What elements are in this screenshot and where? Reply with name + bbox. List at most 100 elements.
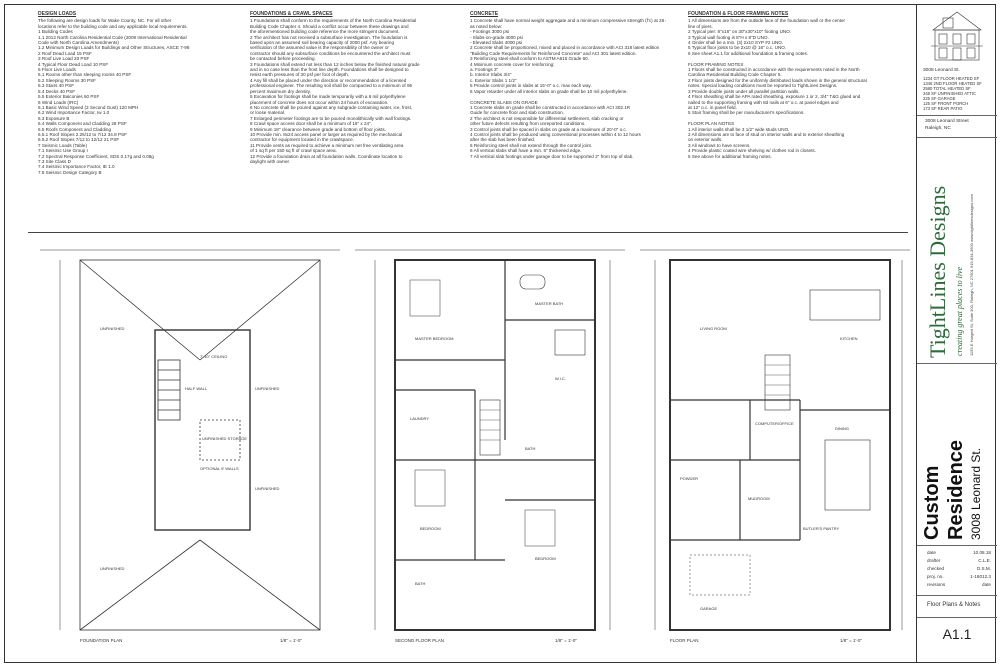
- project-title-section: Custom Residence 3008 Leonard St.: [917, 364, 997, 546]
- note-line: 6.5.1 Roof Slopes 2.25/12 to 7/12 34.8 P…: [38, 131, 127, 137]
- note-line: 6.4 Walls Component and Cladding 28 PSF: [38, 121, 127, 127]
- note-line: 9 Minimum 18" clearance between grade an…: [250, 126, 386, 132]
- note-line: 1346 2ND FLOOR HEATED SF: [923, 81, 982, 86]
- room-label-unfinished-2: UNFINISHED: [255, 386, 280, 391]
- meta-proj-no: proj. no.1-18012.3: [927, 574, 991, 579]
- note-line: 6 See sheet A1.1 for additional foundati…: [688, 50, 809, 56]
- note-line: other future defects resulting from unre…: [470, 121, 586, 127]
- firm-logo: TightLines Designs: [925, 185, 950, 358]
- note-line: verification of the assumed value is the…: [250, 45, 389, 51]
- note-line: 5.1 Rooms other than sleeping rooms 40 P…: [38, 72, 132, 78]
- title-block-address: 3008 Leonard Street Raleigh, NC: [917, 116, 997, 138]
- sheet-title-section: Floor Plans & Notes: [917, 596, 997, 618]
- note-line: 5.2 Sleeping Rooms 30 PSF: [38, 77, 96, 83]
- note-line: 225 SF GARAGE: [923, 96, 956, 101]
- note-line: "Building Code Requirements for Reinforc…: [470, 50, 637, 56]
- note-line: 5 Typical floor joists to be 2x10 @ 16" …: [688, 45, 787, 51]
- foundation-plan-scale: 1/8" = 1'-0": [280, 638, 302, 643]
- note-line: 4 Typical Floor Dead Load 10 PSF: [38, 61, 109, 67]
- note-line: 2 All dimensions are to face of stud on …: [688, 131, 845, 137]
- note-line: 4 Provide plastic coated wire shelving w…: [688, 148, 816, 154]
- note-line: 2580 TOTAL HEATED SF: [923, 86, 971, 91]
- firm-address: 1155-E Hargett St, Suite 300, Raleigh, N…: [969, 194, 974, 356]
- notes-title: FOUNDATIONS & CRAWL SPACES: [250, 11, 333, 17]
- note-line: 7 Seismic Loads (Table): [38, 142, 88, 148]
- note-line: 2 The architect is not responsible for d…: [470, 115, 624, 121]
- note-line: 348 SF UNFINISHED ATTIC: [923, 91, 976, 96]
- note-line: 11 Provide vents as required to achieve …: [250, 142, 404, 148]
- note-line: Guide for concrete floor and slab constr…: [470, 110, 564, 116]
- first-floor-plan-title: FLOOR PLAN: [670, 638, 699, 643]
- note-line: 12 Provide a foundation drain at all fou…: [250, 153, 403, 159]
- note-line: 3 Reinforcing steel shall conform to AST…: [470, 56, 589, 62]
- room-label-bedroom-1: BEDROOM: [420, 526, 441, 531]
- note-line: - Slabs-on-grade 4000 psi: [470, 34, 523, 40]
- notes-foundations: FOUNDATIONS & CRAWL SPACES 1 Foundations…: [250, 11, 450, 164]
- notes-title: CONCRETE: [470, 11, 499, 17]
- foundation-plan-drawing: UNFINISHED UNFINISHED UNFINISHED UNFINIS…: [40, 249, 340, 631]
- note-line: - Elevated Slabs 4000 psi: [470, 40, 523, 46]
- note-line: 6.1 Basic Wind Speed (3 Second Gust) 120…: [38, 104, 139, 110]
- house-elevation-thumbnail: [931, 11, 983, 61]
- note-line: 3 Roof Live Load 20 PSF: [38, 56, 90, 62]
- note-line: 7 All vertical slab footings under garag…: [470, 153, 634, 159]
- general-notes: DESIGN LOADS The following are design lo…: [8, 11, 908, 230]
- firm-logo-section: TightLines Designs creating great places…: [917, 138, 997, 364]
- note-line: 6 No concrete shall be poured against an…: [250, 104, 413, 110]
- note-line: 4 Control joints shall be produced using…: [470, 131, 641, 137]
- room-label-master-bedroom: MASTER BEDROOM: [415, 336, 453, 341]
- room-label-half-wall: HALF WALL: [185, 386, 208, 391]
- note-line: line of piers.: [688, 23, 713, 29]
- notes-design-loads: DESIGN LOADS The following are design lo…: [38, 11, 238, 175]
- project-title-line-1: Custom: [921, 465, 943, 540]
- note-line: 6.5.2 Roof Slopes 7/12 to 12/12 21 PSF: [38, 137, 120, 143]
- note-line: 4 Minimum concrete cover for reinforcing…: [470, 61, 555, 67]
- note-line: 3 Typical wall footing is 8"H x 8"D UNO.: [688, 34, 769, 40]
- room-label-unfinished-3: UNFINISHED: [255, 486, 280, 491]
- room-label-garage: GARAGE: [700, 606, 717, 611]
- note-line: notes. Special loading conditions must b…: [688, 83, 838, 89]
- room-label-optional-walls: OPTIONAL 5' WALLS: [200, 466, 239, 471]
- note-line: FLOOR PLAN NOTES: [688, 121, 735, 127]
- note-line: 7.5 Seismic Design Category B: [38, 169, 102, 175]
- note-line: 173 SF REAR PATIO: [923, 106, 963, 111]
- note-line: 3 Foundations shall extend not less than…: [250, 61, 420, 67]
- note-line: percent maximum dry density.: [250, 88, 311, 94]
- note-line: 125 SF FRONT PORCH: [923, 101, 969, 106]
- note-line: 2 Typical pier: 8"x16" on 30"x30"x10" fo…: [688, 29, 792, 35]
- note-line: daylight with owner.: [250, 158, 291, 164]
- sheet-title: Floor Plans & Notes: [927, 602, 981, 608]
- note-line: 4 Girder shall be a min. (3) 2x10 SYP #2…: [688, 40, 784, 46]
- note-line: 1 All interior walls shall be 3 1/2" wid…: [688, 126, 790, 132]
- note-line: 8 Crawl space access door shall be a min…: [250, 121, 372, 127]
- note-line: 1 Foundations shall conform to the requi…: [250, 18, 417, 24]
- note-line: on exterior walls.: [688, 137, 723, 143]
- note-line: 2 Concrete shall be proportioned, mixed …: [470, 45, 660, 51]
- notes-title: DESIGN LOADS: [38, 11, 77, 17]
- room-label-ceiling: 7'-10" CEILING: [200, 354, 227, 359]
- note-line: 4 Any fill shall be placed under the dir…: [250, 77, 407, 83]
- note-line: 1234 GT FLOOR HEATED SF: [923, 76, 980, 81]
- firm-tagline: creating great places to live: [955, 266, 964, 356]
- note-line: at 12" o.c. in panel field.: [688, 104, 737, 110]
- room-label-kitchen: KITCHEN: [840, 336, 858, 341]
- note-line: 7 Enlarged perimeter footings are to be …: [250, 115, 412, 121]
- notes-divider: [28, 232, 908, 233]
- note-line: 2 Roof Dead Load 15 PSF: [38, 50, 92, 56]
- note-line: 6 All vertical slabs shall have a min. 6…: [470, 148, 582, 154]
- note-line: 5 Floor Live Loads: [38, 67, 76, 73]
- note-line: 5 Stair framing shall be per manufacture…: [688, 110, 805, 116]
- note-line: 3 All windows to have screens.: [688, 142, 751, 148]
- sheet-number: A1.1: [942, 626, 972, 642]
- note-line: 6.3 Exposure B: [38, 115, 70, 121]
- first-floor-plan-scale: 1/8" = 1'-0": [840, 638, 862, 643]
- note-line: professional engineer. The resulting soi…: [250, 83, 413, 89]
- second-floor-plan-drawing: MASTER BEDROOM MASTER BATH BEDROOM BEDRO…: [355, 249, 625, 631]
- room-label-bath-2: BATH: [525, 446, 535, 451]
- note-line: 6.2 Wind Importance Factor, Iw 1.0: [38, 110, 110, 116]
- notes-lines: The following are design loads for Wake …: [38, 18, 238, 175]
- note-line: the aforementioned building code referen…: [250, 29, 400, 35]
- note-line: 1 All dimensions are from the outside fa…: [688, 18, 846, 24]
